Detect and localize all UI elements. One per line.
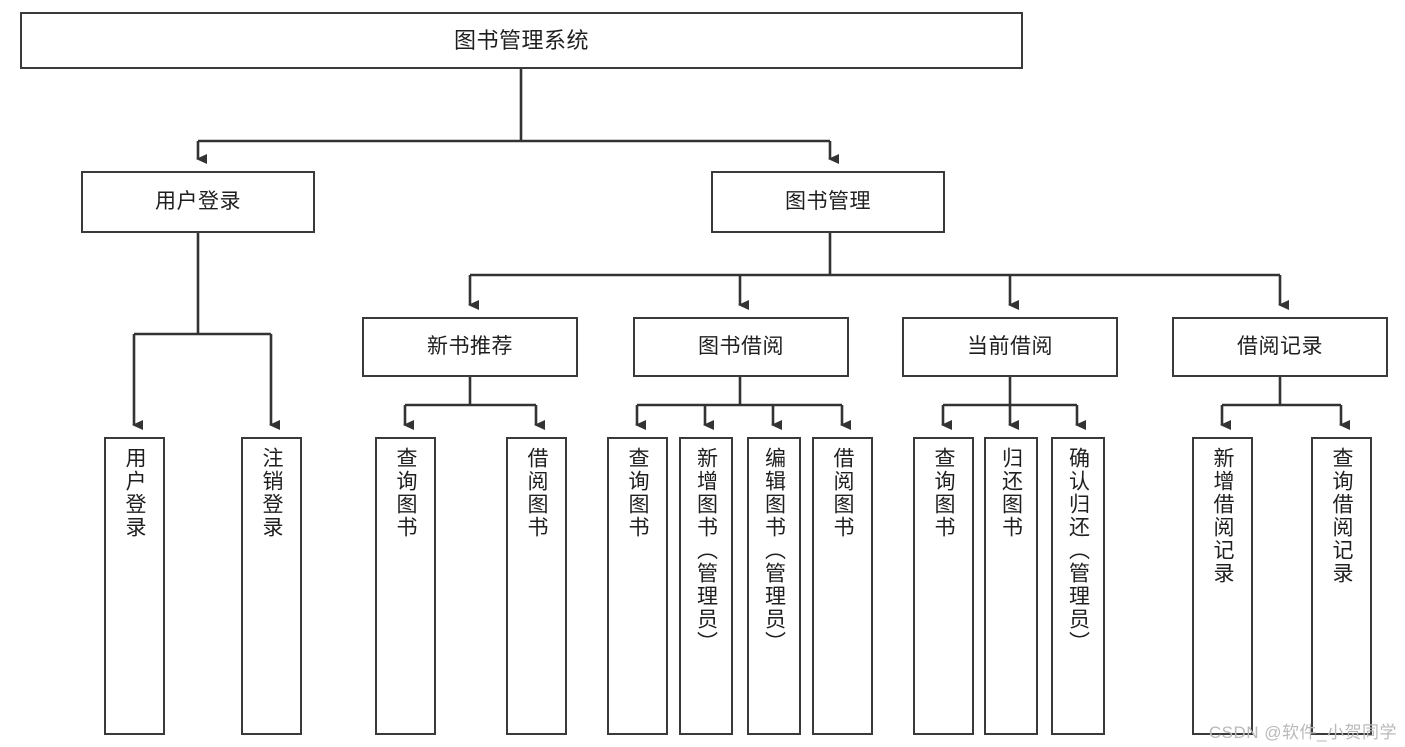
leaf-cb-return-book[interactable]: 归还图书 (984, 437, 1038, 735)
node-label: 新书推荐 (427, 334, 513, 358)
leaf-br-query-record[interactable]: 查询借阅记录 (1311, 437, 1372, 735)
node-label: 借阅图书 (525, 447, 548, 539)
node-label: 借阅图书 (831, 447, 854, 539)
leaf-br-add-record[interactable]: 新增借阅记录 (1192, 437, 1253, 735)
node-label: 用户登录 (155, 189, 241, 213)
node-current-borrow[interactable]: 当前借阅 (902, 317, 1118, 377)
node-label: 图书借阅 (698, 334, 784, 358)
leaf-user-login[interactable]: 用户登录 (104, 437, 165, 735)
node-user-login[interactable]: 用户登录 (81, 171, 315, 233)
node-label: 查询借阅记录 (1330, 447, 1353, 585)
leaf-bb-query-book[interactable]: 查询图书 (607, 437, 668, 735)
leaf-nbr-borrow-book[interactable]: 借阅图书 (506, 437, 567, 735)
node-book-borrow[interactable]: 图书借阅 (633, 317, 849, 377)
node-new-book-recommend[interactable]: 新书推荐 (362, 317, 578, 377)
leaf-cb-confirm-return[interactable]: 确认归还（管理员） (1051, 437, 1105, 735)
csdn-watermark: CSDN @软件_小贺同学 (1208, 723, 1397, 742)
node-label: 注销登录 (260, 447, 283, 539)
leaf-bb-edit-book[interactable]: 编辑图书（管理员） (747, 437, 801, 735)
node-label: 用户登录 (123, 447, 146, 539)
node-label: 查询图书 (394, 447, 417, 539)
leaf-bb-add-book[interactable]: 新增图书（管理员） (679, 437, 733, 735)
node-label: 图书管理 (785, 189, 871, 213)
node-label: 借阅记录 (1237, 334, 1323, 358)
leaf-cb-query-book[interactable]: 查询图书 (913, 437, 974, 735)
node-label: 查询图书 (626, 447, 649, 539)
node-label: 查询图书 (932, 447, 955, 539)
node-label: 编辑图书（管理员） (762, 447, 786, 654)
node-label: 确认归还（管理员） (1066, 447, 1090, 654)
node-label: 归还图书 (999, 447, 1023, 539)
node-borrow-record[interactable]: 借阅记录 (1172, 317, 1388, 377)
leaf-nbr-query-book[interactable]: 查询图书 (375, 437, 436, 735)
leaf-bb-borrow-book[interactable]: 借阅图书 (812, 437, 873, 735)
leaf-logout[interactable]: 注销登录 (241, 437, 302, 735)
node-label: 新增图书（管理员） (694, 447, 718, 654)
node-root-system[interactable]: 图书管理系统 (20, 12, 1023, 69)
node-label: 当前借阅 (967, 334, 1053, 358)
node-label: 新增借阅记录 (1211, 447, 1234, 585)
node-book-management[interactable]: 图书管理 (711, 171, 945, 233)
node-label: 图书管理系统 (453, 27, 589, 53)
